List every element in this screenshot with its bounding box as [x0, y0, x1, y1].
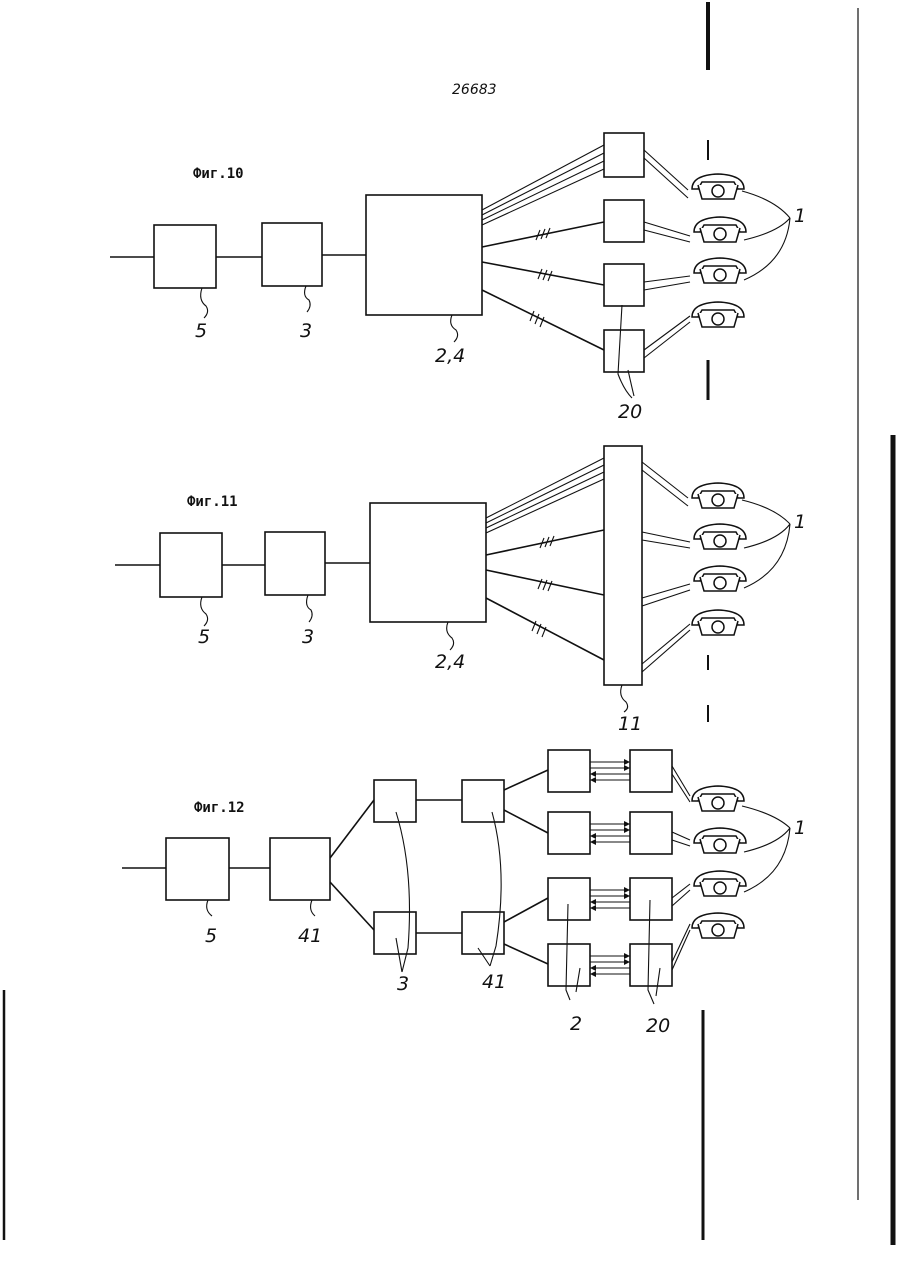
label-phones: 1: [794, 817, 806, 839]
telephone-icon: [692, 786, 744, 811]
leader-line: [742, 500, 790, 588]
connection-line: [504, 898, 548, 922]
leader-line: [742, 191, 790, 280]
block-2-4: [370, 503, 486, 622]
block-20: [630, 812, 672, 854]
leader-line: [201, 597, 208, 626]
block-20: [630, 750, 672, 792]
figure-10: Фиг.10: [110, 133, 806, 423]
block-3: [374, 780, 416, 822]
leader-line: [311, 900, 315, 916]
terminal-box: [604, 330, 644, 372]
label-block-41-pair: 41: [482, 971, 506, 993]
phone-cords: [644, 150, 690, 358]
connection-line: [330, 800, 374, 858]
distribution-panel-11: [604, 446, 642, 685]
page-number: 26683: [452, 82, 497, 98]
connection-line: [504, 944, 548, 964]
label-block-3: 3: [300, 320, 312, 342]
leader-line: [451, 315, 458, 342]
block-3: [262, 223, 322, 286]
block-5: [160, 533, 222, 597]
leader-line: [305, 286, 311, 312]
block-5: [166, 838, 229, 900]
leader-line: [742, 806, 790, 892]
figure-title: Фиг.12: [194, 800, 245, 816]
block-2: [548, 750, 590, 792]
block-41: [270, 838, 330, 900]
leader-line: [201, 288, 208, 318]
telephone-icon: [694, 566, 746, 591]
telephone-icon: [694, 524, 746, 549]
telephone-icon: [694, 258, 746, 283]
terminal-box: [604, 264, 644, 306]
label-block-3: 3: [397, 973, 409, 995]
block-3: [265, 532, 325, 595]
block-2: [548, 812, 590, 854]
block-20: [630, 944, 672, 986]
leader-line: [447, 622, 454, 650]
block-2: [548, 878, 590, 920]
phone-cords: [672, 766, 690, 970]
label-block-3: 3: [302, 626, 314, 648]
telephone-icon: [692, 302, 744, 327]
bus-lines: [482, 145, 604, 350]
label-terminal: 20: [618, 401, 642, 423]
bus-lines: [486, 458, 604, 660]
label-phones: 1: [794, 205, 806, 227]
label-block-5: 5: [195, 320, 207, 342]
telephone-icon: [692, 610, 744, 635]
label-block-2-4: 2,4: [435, 345, 465, 367]
label-phones: 1: [794, 511, 806, 533]
telephone-icon: [692, 483, 744, 508]
label-block-5: 5: [205, 925, 217, 947]
block-2: [548, 944, 590, 986]
connection-line: [504, 770, 548, 790]
connection-line: [330, 882, 374, 930]
telephone-icon: [692, 174, 744, 199]
telephone-icon: [692, 913, 744, 938]
telephone-icon: [694, 828, 746, 853]
figure-11: Фиг.11: [115, 446, 806, 735]
label-block-5: 5: [198, 626, 210, 648]
leader-line: [207, 900, 212, 916]
figure-title: Фиг.11: [187, 494, 238, 510]
figure-12: Фиг.12: [122, 750, 806, 1037]
label-block-2-4: 2,4: [435, 651, 465, 673]
label-block-41: 41: [298, 925, 322, 947]
label-block-2: 2: [570, 1013, 582, 1035]
block-41: [462, 780, 504, 822]
leader-line: [621, 685, 628, 712]
connection-line: [504, 810, 548, 833]
telephone-icon: [694, 871, 746, 896]
telephone-icon: [694, 217, 746, 242]
label-panel-11: 11: [618, 713, 642, 735]
leader-line: [307, 595, 313, 622]
label-block-20: 20: [646, 1015, 670, 1037]
terminal-box: [604, 133, 644, 177]
block-5: [154, 225, 216, 288]
arrow-links: [590, 759, 630, 977]
phone-cords: [642, 462, 690, 672]
block-2-4: [366, 195, 482, 315]
terminal-box: [604, 200, 644, 242]
block-20: [630, 878, 672, 920]
figure-title: Фиг.10: [193, 166, 244, 182]
